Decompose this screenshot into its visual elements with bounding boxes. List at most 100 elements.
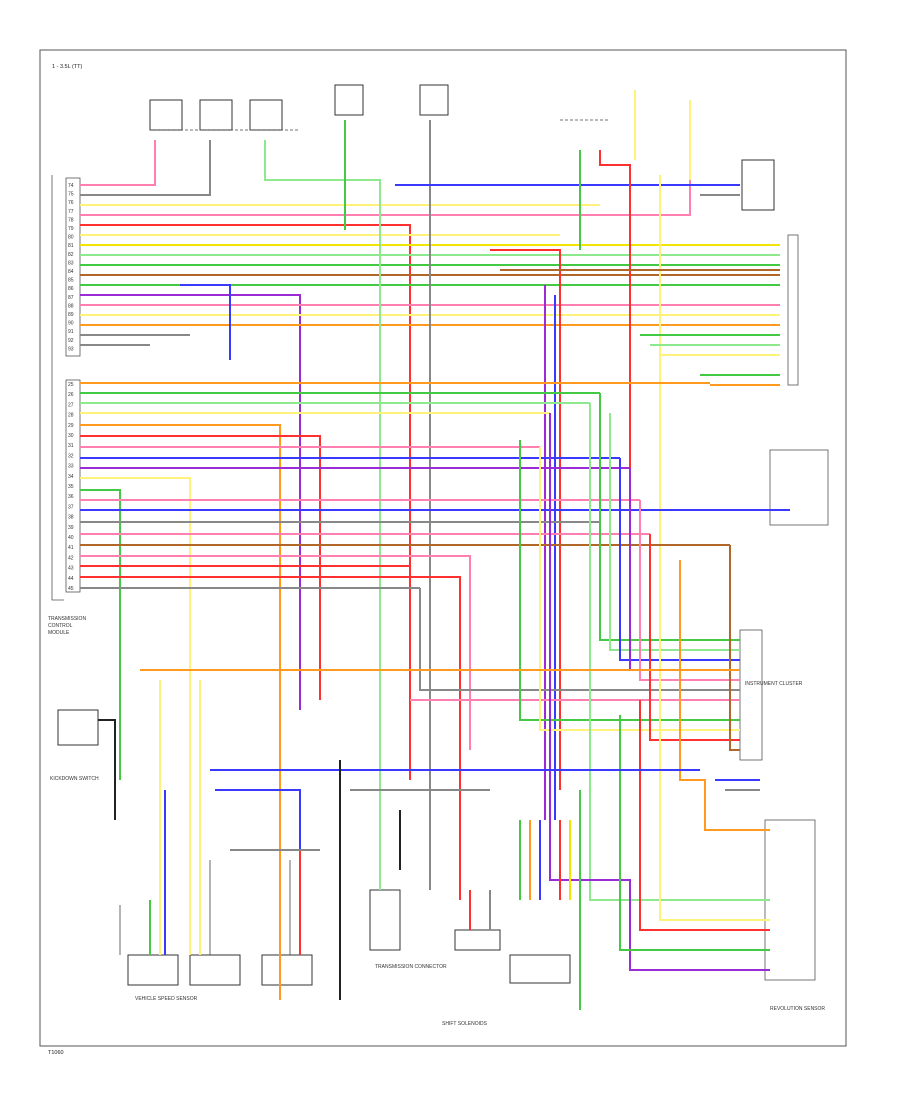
pin-number: 35 [68, 484, 74, 490]
pin-number: 37 [68, 504, 74, 510]
pin-number: 41 [68, 545, 74, 551]
pin-number: 36 [68, 494, 74, 500]
pin-number: 85 [68, 278, 74, 284]
pin-number: 43 [68, 566, 74, 572]
tcm-connector-lower [65, 379, 81, 593]
pin-number: 91 [68, 329, 74, 335]
wire [80, 489, 121, 780]
right-upper-connector [741, 159, 775, 211]
pin-number: 77 [68, 209, 74, 215]
wire [98, 719, 116, 820]
pin-number: 40 [68, 535, 74, 541]
top-switch-2 [419, 84, 449, 116]
right-connector-block-2 [739, 629, 763, 761]
pin-number: 38 [68, 515, 74, 521]
bottom-sensor-3 [261, 954, 313, 986]
pin-number: 76 [68, 200, 74, 206]
wire [649, 534, 740, 741]
speed-sensor-label: VEHICLE SPEED SENSOR [135, 996, 198, 1002]
tcm-label-2: CONTROL [48, 623, 73, 629]
wire [609, 413, 740, 651]
wire [659, 610, 770, 921]
wire [80, 435, 321, 700]
pin-number: 75 [68, 192, 74, 198]
pin-number: 92 [68, 338, 74, 344]
wire [729, 545, 740, 751]
instrument-cluster-label: INSTRUMENT CLUSTER [745, 681, 803, 687]
top-components [149, 84, 610, 131]
shift-solenoids-label: SHIFT SOLENOIDS [442, 1021, 488, 1027]
bottom-sensor-1 [127, 954, 179, 986]
wire [80, 294, 301, 710]
wire [80, 565, 411, 720]
pin-number: 33 [68, 464, 74, 470]
wire [639, 700, 770, 931]
wire [549, 413, 770, 971]
bottom-sensor-4 [454, 929, 501, 951]
tcm-label: TRANSMISSION [48, 616, 86, 622]
right-connector-block-1 [787, 234, 799, 386]
pin-number: 86 [68, 286, 74, 292]
bottom-sensor-2 [189, 954, 241, 986]
pin-number: 88 [68, 303, 74, 309]
wire [679, 560, 770, 831]
revolution-sensor-label: REVOLUTION SENSOR [770, 1006, 825, 1012]
wire [80, 477, 191, 955]
kickdown-label: KICKDOWN SWITCH [50, 776, 99, 782]
pin-number: 81 [68, 243, 74, 249]
transmission-connector-label: TRANSMISSION CONNECTOR [375, 964, 447, 970]
wire [619, 715, 770, 951]
pin-number: 93 [68, 346, 74, 352]
top-sensor-3 [249, 99, 283, 131]
tcm-label-3: MODULE [48, 630, 70, 636]
pin-number: 26 [68, 392, 74, 398]
pin-number: 78 [68, 217, 74, 223]
pin-number: 27 [68, 402, 74, 408]
tcm-lower-pins: 2526272829303132333435363738394041424344… [68, 382, 74, 592]
wire [519, 440, 740, 721]
wire [80, 555, 471, 750]
wire [80, 140, 156, 186]
pin-number: 74 [68, 183, 74, 189]
pin-number: 79 [68, 226, 74, 232]
right-connector-block-3 [764, 819, 816, 981]
wire [80, 140, 211, 196]
wire [639, 500, 740, 681]
bottom-connector-2 [509, 954, 571, 984]
pin-number: 34 [68, 474, 74, 480]
right-sensor-box [769, 449, 829, 526]
pin-number: 28 [68, 413, 74, 419]
footer-code: T1060 [48, 1050, 64, 1056]
pin-number: 44 [68, 576, 74, 582]
pin-number: 45 [68, 586, 74, 592]
wire [589, 403, 770, 901]
pin-number: 82 [68, 252, 74, 258]
tcm-connector-upper [65, 177, 81, 357]
wire [619, 458, 740, 661]
top-sensor-1 [149, 99, 183, 131]
pin-number: 25 [68, 382, 74, 388]
pin-number: 32 [68, 453, 74, 459]
pin-number: 89 [68, 312, 74, 318]
diagram-frame [39, 49, 847, 1047]
bottom-components [119, 860, 571, 986]
pin-number: 87 [68, 295, 74, 301]
pin-number: 29 [68, 423, 74, 429]
pin-number: 83 [68, 260, 74, 266]
wires [80, 90, 790, 1010]
pin-number: 39 [68, 525, 74, 531]
wire [419, 588, 740, 691]
pin-number: 84 [68, 269, 74, 275]
pin-number: 42 [68, 555, 74, 561]
pin-number: 80 [68, 235, 74, 241]
wire [490, 249, 561, 790]
pin-number: 30 [68, 433, 74, 439]
top-sensor-2 [199, 99, 233, 131]
wire [80, 224, 411, 780]
kickdown-switch [57, 709, 99, 746]
wire [180, 284, 231, 360]
wire [80, 424, 281, 1000]
wire [80, 180, 691, 216]
